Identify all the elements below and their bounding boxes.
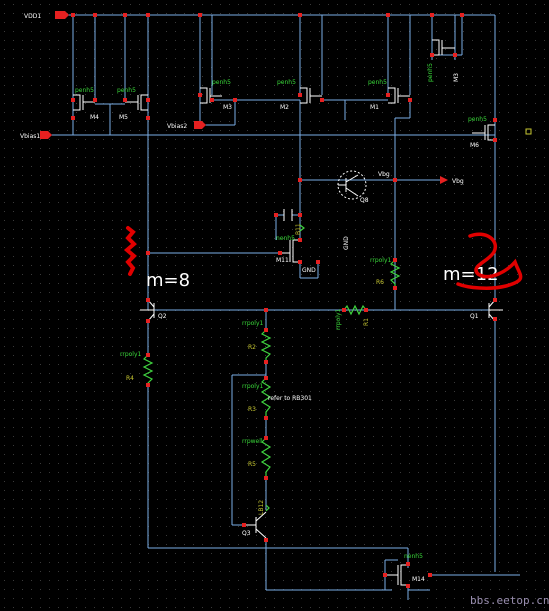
name-q3: Q3 <box>242 530 251 537</box>
model-r3: rrpoly1 <box>242 383 264 390</box>
model-m2: penh5 <box>277 79 296 86</box>
nmos-transistors <box>280 239 408 586</box>
marker-square <box>525 128 532 135</box>
model-m5: penh5 <box>117 87 136 94</box>
net-label-vbias2: Vbias2 <box>167 123 187 130</box>
name-q1: Q1 <box>470 313 479 320</box>
net-label-vbg-node: Vbg <box>378 171 390 178</box>
transistor-m13[interactable] <box>432 39 455 56</box>
name-m13: M3 <box>453 73 460 82</box>
bjt-q1[interactable] <box>488 299 503 322</box>
resistor-r1[interactable] <box>343 304 367 316</box>
name-m3a: M3 <box>223 104 232 111</box>
capacitor[interactable] <box>283 209 293 221</box>
name-m2: M2 <box>280 104 289 111</box>
transistor-m2[interactable] <box>300 87 322 104</box>
port-vdd[interactable]: VDD1 <box>24 11 69 20</box>
net-label-vdd: VDD1 <box>24 13 41 20</box>
red-scribbles <box>123 226 523 290</box>
transistor-m6[interactable] <box>472 124 495 141</box>
bjt-q2[interactable] <box>140 299 155 322</box>
resistor-r3[interactable] <box>260 377 272 418</box>
net-label-gnd: GND <box>343 236 350 250</box>
name-m14: M14 <box>412 576 425 583</box>
transistor-m5[interactable] <box>125 94 148 111</box>
model-m11: nenh5 <box>276 235 295 242</box>
model-r4: rrpoly1 <box>120 351 142 358</box>
name-m4: M4 <box>90 114 99 121</box>
model-r2: rrpoly1 <box>242 320 264 327</box>
name-q2: Q2 <box>158 313 167 320</box>
bjt-q3[interactable] <box>244 511 267 539</box>
transistor-m4[interactable] <box>73 94 95 111</box>
net-label-gnd-m11: GND <box>302 267 316 274</box>
port-vbias2[interactable]: Vbias2 <box>167 121 206 130</box>
annotation-m12: m=12 <box>443 264 499 285</box>
name-m1: M1 <box>370 104 379 111</box>
pins <box>71 13 497 588</box>
model-m6: penh5 <box>468 116 487 123</box>
resistor-b11 <box>299 224 305 232</box>
annotation-m8: m=8 <box>146 270 190 291</box>
pmos-transistors <box>73 39 495 141</box>
model-m1: penh5 <box>368 79 387 86</box>
model-r1: rrpoly1 <box>335 308 342 330</box>
wires <box>48 14 520 600</box>
model-r6: rrpoly1 <box>370 257 392 264</box>
port-vbg[interactable]: Vbg Vbg <box>378 171 464 185</box>
resistor-r2[interactable] <box>260 329 272 362</box>
transistor-m14[interactable] <box>385 564 408 586</box>
name-m5: M5 <box>119 114 128 121</box>
resistors <box>142 224 401 512</box>
name-r4: R4 <box>126 375 134 382</box>
name-r6: R6 <box>376 279 384 286</box>
name-r2: R2 <box>248 344 256 351</box>
model-m14: nenh5 <box>404 553 423 560</box>
annotation-refer: refer to RB301 <box>268 395 312 402</box>
device-labels: penh5 M4 penh5 M5 penh5 M3 penh5 M2 penh… <box>75 63 487 583</box>
resistor-r6[interactable] <box>389 259 401 290</box>
net-label-vbg: Vbg <box>452 178 464 185</box>
watermark: bbs.eetop.cn <box>470 594 549 607</box>
name-b12: LB12 <box>258 500 265 515</box>
transistor-m1[interactable] <box>388 87 410 104</box>
resistor-r5[interactable] <box>260 437 272 478</box>
name-r5: R5 <box>248 461 256 468</box>
resistor-r4[interactable] <box>142 354 154 385</box>
name-m11: M11 <box>276 257 289 264</box>
name-b11: B11 <box>295 223 302 235</box>
model-m4: penh5 <box>75 87 94 94</box>
resistor-b12 <box>265 504 270 512</box>
port-vbias1[interactable]: Vbias1 <box>20 131 52 140</box>
model-r5: rrpwell <box>242 438 263 445</box>
model-m3a: penh5 <box>212 79 231 86</box>
model-m13: penh5 <box>427 63 434 82</box>
net-label-vbias1: Vbias1 <box>20 133 40 140</box>
bjt-q8[interactable] <box>337 170 367 200</box>
name-q8: Q8 <box>360 197 369 204</box>
name-r3: R3 <box>248 406 256 413</box>
name-m6: M6 <box>470 142 479 149</box>
name-r1: R1 <box>363 318 370 326</box>
